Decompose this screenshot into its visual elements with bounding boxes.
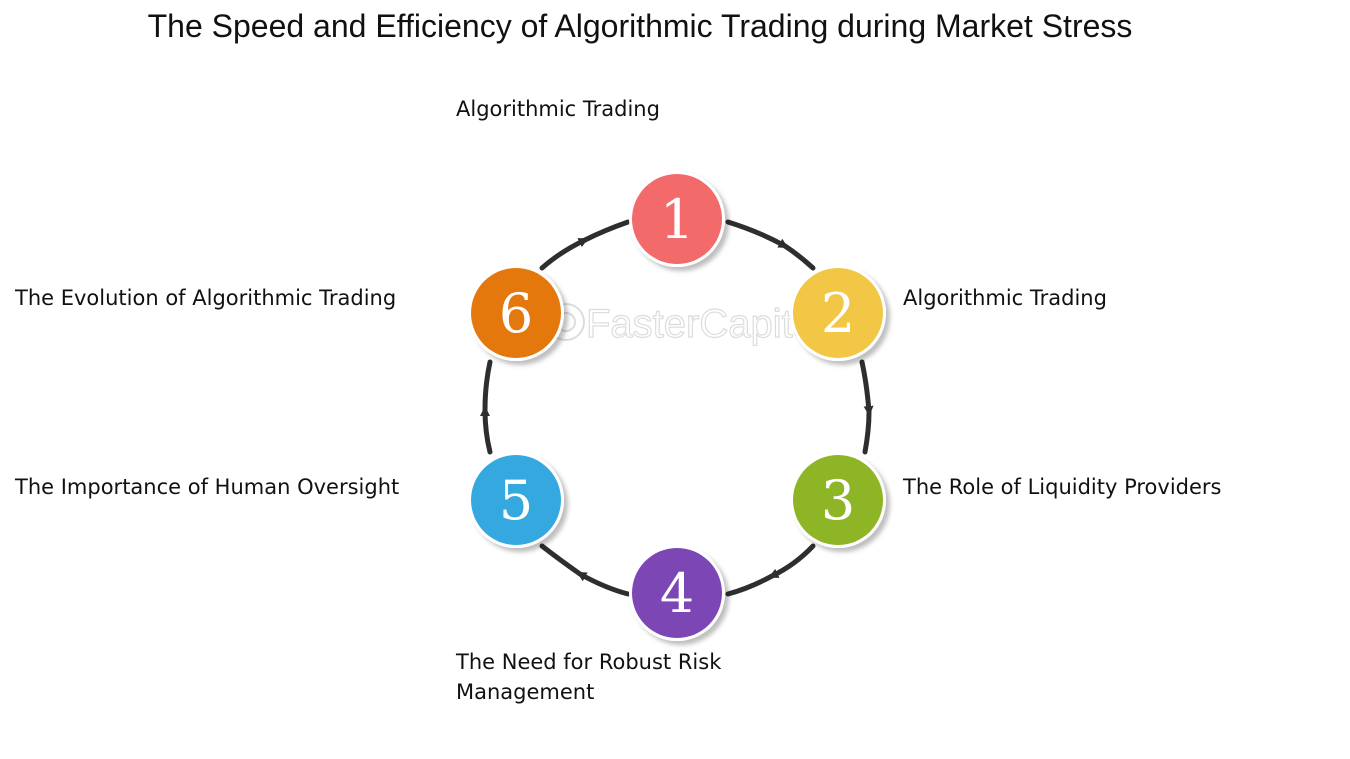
step-1-circle <box>632 174 722 264</box>
step-6-label: The Evolution of Algorithmic Trading <box>15 286 397 310</box>
step-1-number: 1 <box>660 188 694 251</box>
step-2-circle <box>793 268 883 358</box>
watermark-logo: FasterCapital <box>547 301 824 347</box>
arrow-2-to-3 <box>859 359 874 416</box>
step-5: 5 <box>468 452 564 548</box>
step-6: 6 <box>468 265 564 361</box>
step-2: 2 <box>790 265 886 361</box>
step-4-number: 4 <box>660 562 694 625</box>
diagram-title: The Speed and Efficiency of Algorithmic … <box>147 8 1133 44</box>
step-3-label: The Role of Liquidity Providers <box>903 475 1222 499</box>
step-2-number: 2 <box>821 282 855 345</box>
step-4-circle <box>632 548 722 638</box>
step-5-circle <box>471 455 561 545</box>
arrow-1-to-2 <box>725 219 789 249</box>
arrow-5-to-6 <box>480 406 493 455</box>
step-1-label: Algorithmic Trading <box>456 97 660 121</box>
step-2-label: Algorithmic Trading <box>903 286 1107 310</box>
arrow-6-to-1 <box>539 237 589 271</box>
step-4: 4 <box>629 545 725 641</box>
step-3-number: 3 <box>821 469 855 532</box>
cycle-arrows <box>480 219 874 597</box>
arrow-4-to-5 <box>576 571 631 597</box>
step-3: 3 <box>790 452 886 548</box>
watermark-text: FasterCapital <box>586 302 824 346</box>
step-6-circle <box>471 268 561 358</box>
step-4-label: The Need for Robust Risk Management <box>456 650 722 704</box>
step-6-number: 6 <box>499 282 533 345</box>
arrow-3-to-4 <box>768 543 816 579</box>
step-5-label: The Importance of Human Oversight <box>15 475 400 499</box>
step-5-number: 5 <box>499 469 533 532</box>
step-3-circle <box>793 455 883 545</box>
step-1: 1 <box>629 171 725 267</box>
